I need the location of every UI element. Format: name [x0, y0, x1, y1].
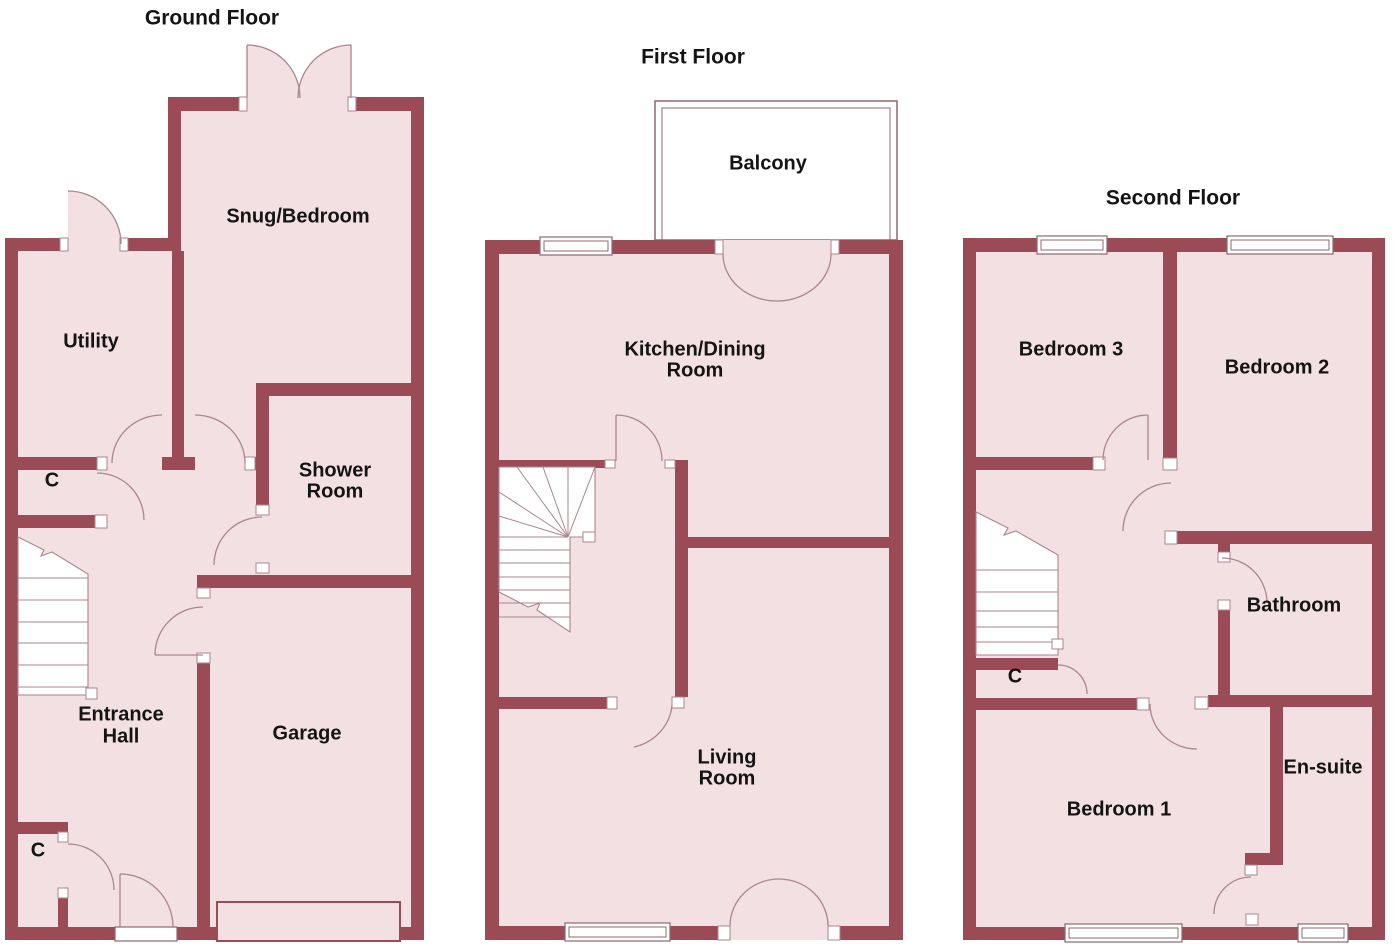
gf-door-arcs [67, 44, 352, 928]
room-label-snug-bedroom: Snug/Bedroom [226, 205, 370, 228]
room-label-bedroom-1: Bedroom 1 [1066, 798, 1172, 821]
gf-floor-fill [5, 45, 424, 940]
sf-door-arcs [1057, 414, 1268, 915]
room-label-entrance-line1: Entrance [78, 703, 164, 726]
room-label-kitchen-line2: Room [666, 359, 724, 382]
room-label-closet-upper: C [44, 469, 60, 492]
ff-walls [485, 240, 903, 940]
first-floor-title: First Floor [641, 45, 745, 69]
room-label-entrance-line2: Hall [102, 725, 140, 748]
second-floor-plan [963, 235, 1385, 943]
room-label-closet-lower: C [30, 839, 46, 862]
room-label-living-line1: Living [697, 746, 757, 769]
room-label-shower-line1: Shower [298, 459, 372, 482]
room-label-kitchen-line1: Kitchen/Dining [624, 338, 766, 361]
sf-walls [963, 238, 1385, 940]
room-label-garage: Garage [272, 722, 342, 745]
garage-door [216, 901, 401, 942]
sf-stairs [975, 511, 1064, 656]
front-door-threshold [114, 926, 178, 942]
sf-windows [1036, 235, 1349, 943]
gf-stairs [17, 536, 98, 700]
ground-floor-title: Ground Floor [144, 6, 280, 30]
ff-windows [539, 236, 671, 942]
room-label-shower-line2: Room [306, 480, 364, 503]
room-label-living-line2: Room [698, 767, 756, 790]
ff-stairs [498, 466, 596, 634]
ff-door-jambs [604, 239, 841, 941]
room-label-balcony: Balcony [729, 152, 807, 175]
gf-door-jambs [57, 96, 357, 899]
ff-door-arcs [615, 253, 832, 927]
sf-door-jambs [1092, 456, 1259, 926]
room-label-utility: Utility [63, 330, 119, 353]
ff-balcony [654, 100, 898, 241]
ground-floor-plan [5, 44, 424, 942]
room-label-bedroom-3: Bedroom 3 [1018, 338, 1124, 361]
room-label-bedroom-2: Bedroom 2 [1224, 356, 1330, 379]
gf-walls [5, 97, 424, 940]
room-label-en-suite: En-suite [1283, 756, 1363, 779]
second-floor-title: Second Floor [1105, 186, 1241, 210]
room-label-closet: C [1007, 665, 1023, 688]
room-label-bathroom: Bathroom [1246, 594, 1342, 617]
first-floor-plan [485, 100, 903, 942]
